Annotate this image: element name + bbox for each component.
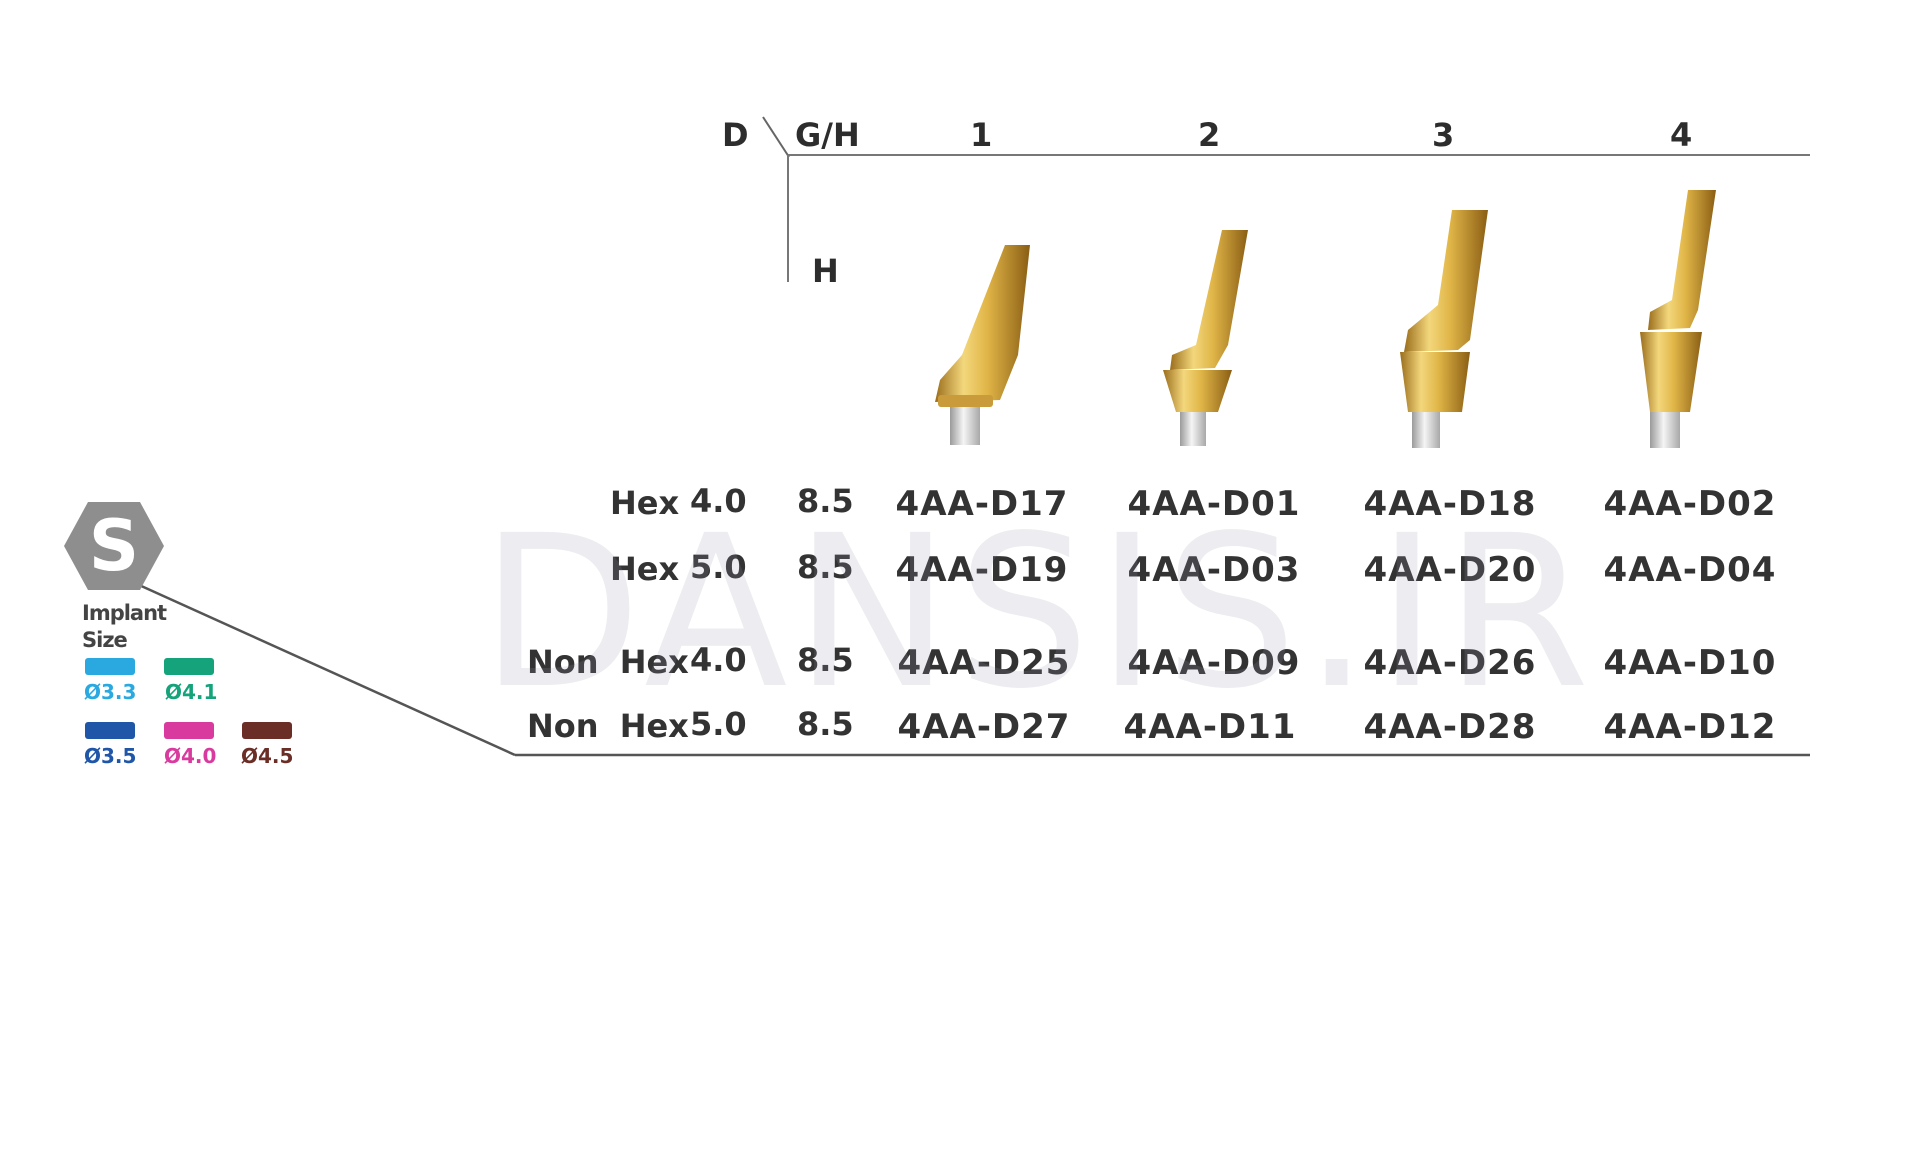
row-d: 4.0	[690, 482, 747, 520]
code-cell: 4AA-D18	[1363, 484, 1537, 524]
header-col-4: 4	[1670, 116, 1693, 154]
swatch-3-3	[85, 658, 135, 675]
hexagon-badge-icon	[64, 502, 164, 590]
code-cell: 4AA-D26	[1363, 643, 1537, 683]
row-gh: 8.5	[797, 705, 854, 743]
legend-title-line1: Implant	[82, 601, 167, 625]
row-d: 5.0	[690, 548, 747, 586]
row-gh: 8.5	[797, 482, 854, 520]
code-cell: 4AA-D12	[1603, 707, 1777, 747]
size-label-3-3: Ø3.3	[84, 680, 137, 704]
row-label: Non Hex	[527, 707, 689, 745]
code-cell: 4AA-D10	[1603, 643, 1777, 683]
size-label-4-5: Ø4.5	[241, 744, 294, 768]
code-cell: 4AA-D19	[895, 550, 1069, 590]
size-label-4-0: Ø4.0	[164, 744, 217, 768]
row-d: 4.0	[690, 641, 747, 679]
abutment-icon-4	[1640, 190, 1716, 448]
header-d: D	[722, 116, 749, 154]
row-label: Hex	[610, 484, 680, 522]
abutment-icon-2	[1163, 230, 1248, 446]
swatch-4-1	[164, 658, 214, 675]
row-label: Hex	[610, 550, 680, 588]
row-d: 5.0	[690, 705, 747, 743]
code-cell: 4AA-D03	[1127, 550, 1301, 590]
code-cell: 4AA-D20	[1363, 550, 1537, 590]
header-gh: G/H	[795, 116, 860, 154]
pointer-line	[127, 578, 516, 757]
code-cell: 4AA-D04	[1603, 550, 1777, 590]
legend-title-line2: Size	[82, 628, 128, 652]
row-gh: 8.5	[797, 641, 854, 679]
size-label-4-1: Ø4.1	[165, 680, 218, 704]
code-cell: 4AA-D25	[897, 643, 1071, 683]
header-col-3: 3	[1432, 116, 1455, 154]
badge-letter: S	[88, 505, 140, 587]
code-cell: 4AA-D01	[1127, 484, 1301, 524]
diagonal-divider	[762, 116, 790, 158]
code-cell: 4AA-D17	[895, 484, 1069, 524]
code-cell: 4AA-D11	[1123, 707, 1297, 747]
size-label-3-5: Ø3.5	[84, 744, 137, 768]
code-cell: 4AA-D09	[1127, 643, 1301, 683]
swatch-4-0	[164, 722, 214, 739]
header-h: H	[812, 252, 839, 290]
watermark-text: DANSIS.IR	[480, 490, 1596, 735]
swatch-3-5	[85, 722, 135, 739]
code-cell: 4AA-D27	[897, 707, 1071, 747]
abutment-icon-3	[1400, 210, 1488, 448]
swatch-4-5	[242, 722, 292, 739]
row-gh: 8.5	[797, 548, 854, 586]
header-col-1: 1	[970, 116, 993, 154]
abutment-icon-1	[935, 245, 1030, 445]
header-col-2: 2	[1198, 116, 1221, 154]
row-label: Non Hex	[527, 643, 689, 681]
code-cell: 4AA-D02	[1603, 484, 1777, 524]
code-cell: 4AA-D28	[1363, 707, 1537, 747]
